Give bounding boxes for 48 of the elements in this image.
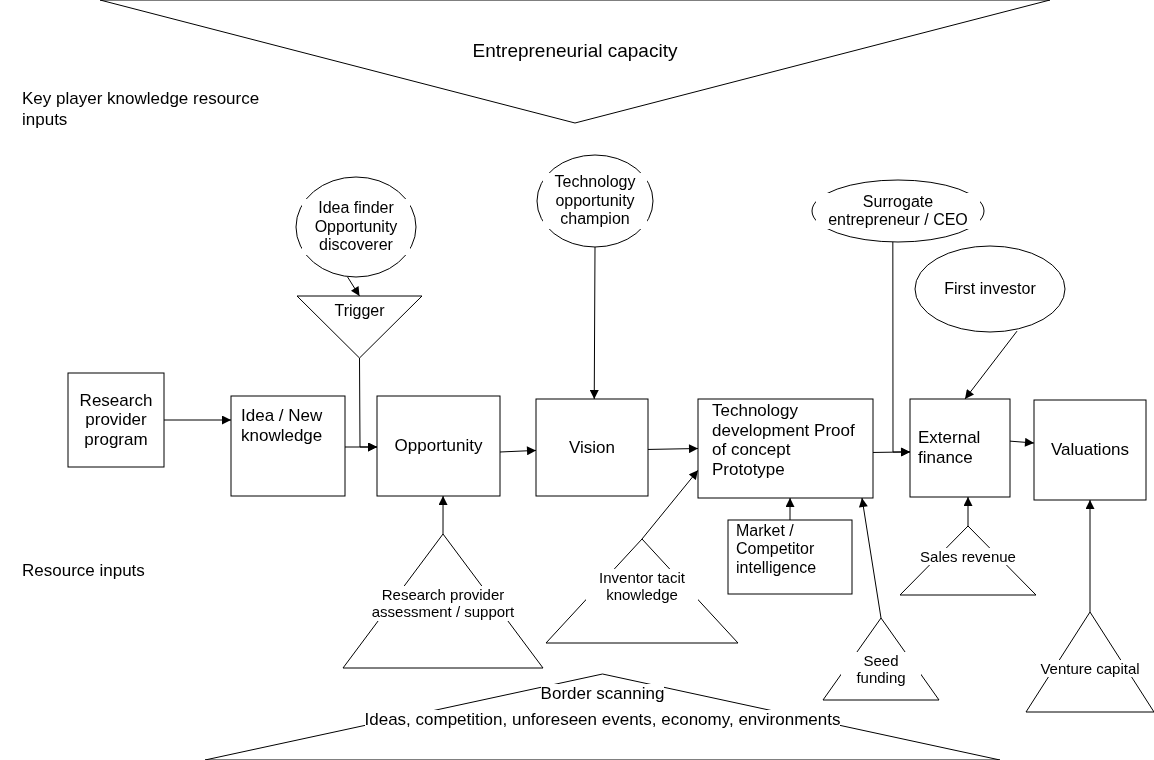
process-box	[698, 399, 873, 498]
node-label: Sales revenue	[920, 548, 1016, 566]
role-ellipse	[812, 180, 984, 242]
role-ellipse	[537, 155, 653, 247]
arrow	[858, 497, 882, 619]
arrow	[438, 495, 448, 535]
process-box	[231, 396, 345, 496]
arrow	[1085, 499, 1095, 613]
resource-triangle	[823, 618, 939, 700]
arrow	[1009, 437, 1035, 447]
arrow	[359, 357, 378, 452]
resource-triangle	[343, 534, 543, 668]
role-ellipse	[915, 246, 1065, 332]
node-label: Idea finder Opportunity discoverer	[302, 199, 410, 255]
node-label: Opportunity	[394, 436, 483, 456]
node-label: Inventor tacit knowledge	[586, 569, 698, 604]
arrow	[647, 444, 699, 454]
input-triangle	[100, 0, 1050, 123]
arrow	[499, 446, 537, 456]
resource-triangle	[1026, 612, 1154, 712]
arrow	[641, 469, 699, 540]
node-label: Research provider assessment / support	[371, 586, 515, 621]
node-label: Seed funding	[841, 652, 921, 687]
process-box	[377, 396, 500, 496]
role-ellipse	[296, 177, 416, 277]
arrow	[589, 246, 599, 400]
resource-triangle	[900, 526, 1036, 595]
process-box	[536, 399, 648, 496]
process-box	[68, 373, 164, 467]
arrow	[892, 241, 911, 457]
section-label: Resource inputs	[22, 560, 146, 582]
arrow	[963, 496, 973, 527]
arrow	[163, 415, 232, 425]
node-label: Venture capital	[1040, 660, 1140, 678]
section-label: Key player knowledge resource inputs	[22, 88, 261, 131]
resource-triangle	[546, 539, 738, 643]
node-subtitle: Ideas, competition, unforeseen events, economy, environments	[364, 709, 841, 730]
process-box	[910, 399, 1010, 497]
node-label: Border scanning	[540, 684, 665, 704]
arrow	[347, 276, 360, 297]
process-box	[1034, 400, 1146, 500]
node-label: Technology opportunity champion	[543, 173, 647, 229]
arrow	[964, 330, 1018, 400]
arrow	[785, 497, 795, 521]
input-triangle	[297, 296, 422, 358]
node-label: Trigger	[334, 302, 385, 321]
process-box	[728, 520, 852, 594]
node-label: Surrogate entrepreneur / CEO	[816, 192, 980, 230]
